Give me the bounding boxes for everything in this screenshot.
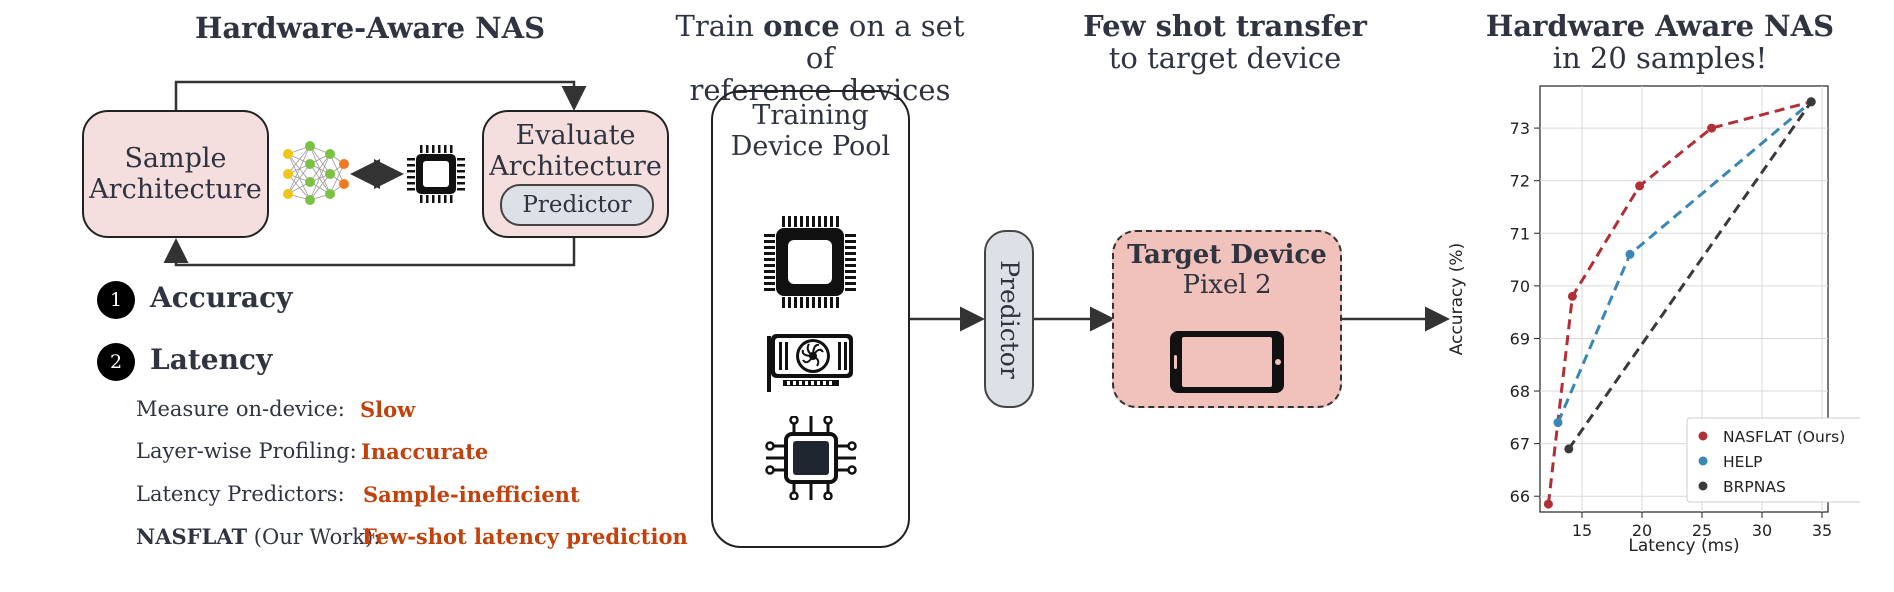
processor-circuit-icon [765, 416, 857, 500]
accuracy-label: Accuracy [150, 281, 293, 314]
y-axis-label: Accuracy (%) [1447, 243, 1467, 355]
legend-label: NASFLAT (Ours) [1723, 428, 1845, 446]
x-tick-label: 25 [1692, 521, 1712, 540]
legend-marker [1698, 456, 1708, 466]
chart-legend: NASFLAT (Ours) HELP BRPNAS [1686, 417, 1860, 503]
x-axis-label: Latency (ms) [1628, 536, 1739, 556]
latency-method-row: Layer-wise Profiling: Inaccurate [136, 439, 489, 464]
y-tick-label: 69 [1510, 329, 1530, 348]
y-tick-label: 71 [1510, 224, 1530, 243]
accuracy-number-badge: 1 [97, 281, 135, 319]
panel1-title: Hardware-Aware NAS [194, 11, 546, 45]
chip-icon [407, 145, 465, 203]
data-point [1564, 444, 1574, 454]
cpu-chip-icon [764, 216, 856, 308]
data-point [1543, 499, 1553, 509]
x-tick-label: 20 [1632, 521, 1652, 540]
gpu-card-icon [767, 334, 853, 392]
nas-loop-arrows [163, 80, 587, 267]
y-tick-label: 72 [1510, 172, 1530, 191]
data-point [1635, 181, 1645, 191]
latency-number-badge: 2 [97, 343, 135, 381]
neural-network-icon [283, 141, 349, 205]
phone-icon [1170, 331, 1284, 393]
legend-marker [1698, 431, 1708, 441]
data-point [1625, 249, 1635, 259]
data-point [1553, 418, 1563, 428]
y-tick-label: 67 [1510, 435, 1530, 454]
predictor-pill: Predictor [500, 184, 654, 226]
flow-arrows [910, 306, 1450, 332]
data-point [1707, 123, 1717, 133]
legend-label: HELP [1723, 453, 1762, 471]
y-tick-label: 66 [1510, 487, 1530, 506]
predictor-vertical-box: Predictor [984, 230, 1034, 408]
y-tick-label: 73 [1510, 119, 1530, 138]
x-tick-label: 30 [1752, 521, 1772, 540]
legend-marker [1698, 481, 1708, 491]
latency-method-row-nasflat: NASFLAT (Our Work): Few-shot latency pre… [136, 524, 688, 549]
y-tick-label: 68 [1510, 382, 1530, 401]
latency-method-row: Measure on-device: Slow [136, 397, 416, 422]
data-point [1806, 97, 1816, 107]
y-tick-label: 70 [1510, 277, 1530, 296]
latency-label: Latency [150, 343, 273, 376]
latency-method-row: Latency Predictors: Sample-inefficient [136, 482, 580, 507]
legend-frame [1686, 417, 1860, 503]
x-tick-label: 15 [1572, 521, 1592, 540]
series-line [1567, 100, 1813, 450]
data-point [1567, 291, 1577, 301]
x-tick-label: 35 [1812, 521, 1832, 540]
legend-label: BRPNAS [1723, 478, 1786, 496]
